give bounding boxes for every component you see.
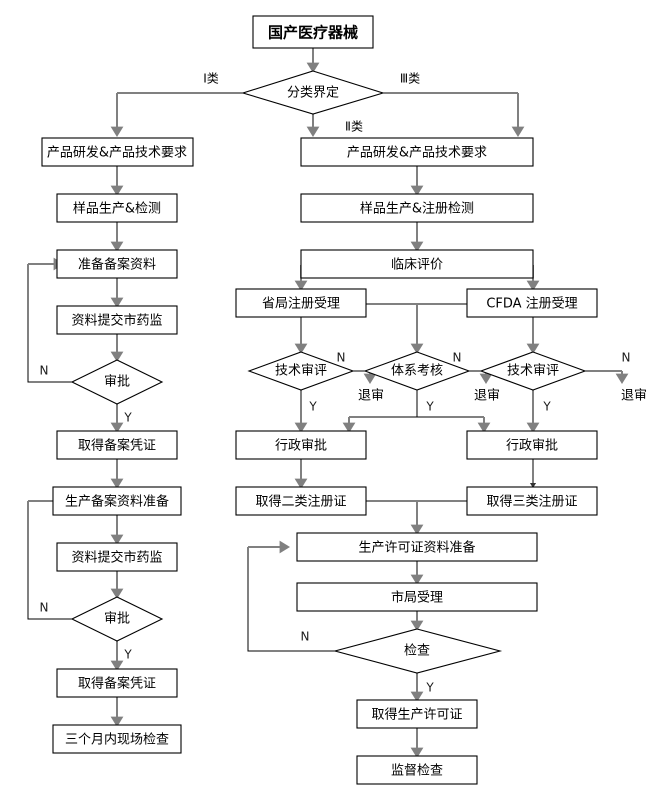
- edge-label-class2: Ⅱ类: [345, 120, 363, 134]
- node-l10: 取得备案凭证: [56, 668, 178, 698]
- node-r3-label: 临床评价: [391, 258, 443, 273]
- node-rej3-label: 退审: [621, 389, 647, 404]
- node-p5-label: 监督检查: [391, 764, 443, 779]
- node-classify: 分类界定: [241, 70, 385, 115]
- node-adm2-label: 行政审批: [506, 439, 558, 454]
- node-r4a-label: 省局注册受理: [262, 297, 340, 312]
- node-adm2: 行政审批: [466, 430, 598, 460]
- node-d1-decision: 技术审评: [247, 351, 355, 391]
- node-l5-label: 审批: [104, 375, 130, 390]
- node-start: 国产医疗器械: [252, 15, 374, 49]
- edge-label-d1-yes: Y: [308, 400, 317, 414]
- node-l7: 生产备案资料准备: [52, 486, 182, 516]
- node-rej2-label: 退审: [474, 389, 500, 404]
- node-l2-label: 样品生产&检测: [73, 202, 161, 217]
- node-r2-label: 样品生产&注册检测: [360, 202, 474, 217]
- node-cert2-label: 取得二类注册证: [255, 494, 346, 510]
- node-d2-decision: 体系考核: [363, 351, 471, 391]
- node-adm1: 行政审批: [235, 430, 367, 460]
- node-r2: 样品生产&注册检测: [300, 193, 534, 223]
- edge-label-class3: Ⅲ类: [400, 72, 420, 86]
- edge-label-d1-no: N: [337, 351, 346, 365]
- node-l1: 产品研发&产品技术要求: [41, 137, 194, 167]
- edge-label-d2-yes: Y: [425, 400, 434, 414]
- node-r4b-label: CFDA 注册受理: [486, 297, 577, 312]
- node-d3-decision: 技术审评: [479, 351, 587, 391]
- node-p4: 取得生产许可证: [356, 699, 478, 729]
- node-l6: 取得备案凭证: [56, 430, 178, 460]
- node-p4-label: 取得生产许可证: [371, 707, 462, 723]
- edge-label-class1: Ⅰ类: [203, 72, 219, 86]
- edge-label-d3-no: N: [622, 351, 631, 365]
- node-l5-decision: 审批: [70, 359, 164, 405]
- node-p1-label: 生产许可证资料准备: [358, 540, 475, 556]
- node-r1: 产品研发&产品技术要求: [300, 137, 534, 167]
- node-d1-label: 技术审评: [275, 364, 327, 379]
- node-p3-decision: 检查: [332, 628, 503, 674]
- node-l2: 样品生产&检测: [56, 193, 178, 223]
- node-classify-label: 分类界定: [287, 86, 339, 101]
- node-l7-label: 生产备案资料准备: [65, 494, 169, 510]
- node-l8: 资料提交市药监: [56, 542, 178, 572]
- node-adm1-label: 行政审批: [275, 439, 327, 454]
- node-p5: 监督检查: [356, 755, 478, 785]
- edge-label-d2-no: N: [453, 351, 462, 365]
- node-d3-label: 技术审评: [507, 364, 559, 379]
- edge-label-p3-no: N: [301, 630, 310, 644]
- node-cert3: 取得三类注册证: [466, 486, 598, 516]
- node-cert3-label: 取得三类注册证: [486, 494, 577, 510]
- edge-label-d3-yes: Y: [542, 400, 551, 414]
- node-l1-label: 产品研发&产品技术要求: [47, 145, 187, 161]
- node-p3-label: 检查: [404, 644, 430, 659]
- edge-label-l5-no: N: [40, 364, 49, 378]
- node-r3: 临床评价: [300, 249, 534, 279]
- node-r1-label: 产品研发&产品技术要求: [347, 145, 487, 161]
- node-r4a: 省局注册受理: [235, 288, 367, 318]
- node-cert2: 取得二类注册证: [235, 486, 367, 516]
- node-l4-label: 资料提交市药监: [71, 313, 162, 329]
- node-start-label: 国产医疗器械: [268, 24, 358, 42]
- node-l8-label: 资料提交市药监: [71, 550, 162, 566]
- node-p1: 生产许可证资料准备: [296, 532, 538, 562]
- node-rej1-label: 退审: [358, 389, 384, 404]
- edge-label-l5-yes: Y: [123, 411, 132, 425]
- node-l9-label: 审批: [104, 612, 130, 627]
- edge-label-l9-yes: Y: [123, 648, 132, 662]
- node-l4: 资料提交市药监: [56, 305, 178, 335]
- node-l11-label: 三个月内现场检查: [65, 732, 169, 748]
- node-l9-decision: 审批: [70, 596, 164, 642]
- edge-label-l9-no: N: [40, 601, 49, 615]
- node-l3: 准备备案资料: [56, 249, 178, 279]
- node-d2-label: 体系考核: [391, 364, 443, 379]
- node-l11: 三个月内现场检查: [52, 724, 182, 754]
- node-r4b: CFDA 注册受理: [466, 288, 598, 318]
- node-p2-label: 市局受理: [391, 590, 443, 606]
- node-p2: 市局受理: [296, 582, 538, 612]
- node-l10-label: 取得备案凭证: [78, 676, 156, 692]
- node-l6-label: 取得备案凭证: [78, 438, 156, 454]
- edge-label-p3-yes: Y: [425, 681, 434, 695]
- node-l3-label: 准备备案资料: [78, 257, 156, 273]
